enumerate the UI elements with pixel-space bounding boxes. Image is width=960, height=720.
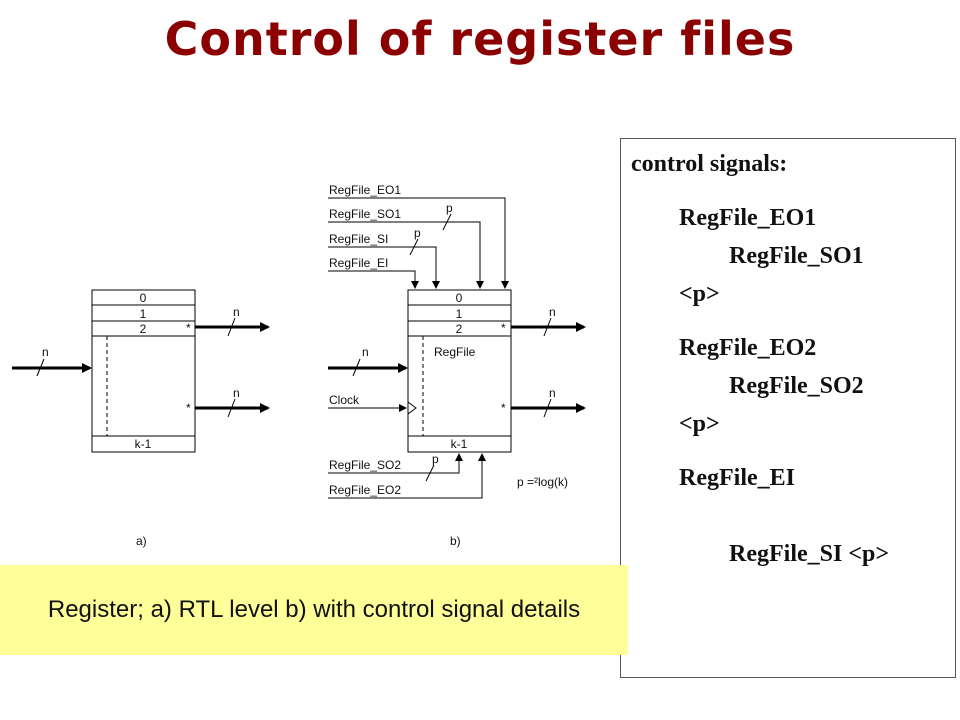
reg-a-star-1: *: [186, 321, 191, 335]
reg-b-name: RegFile: [434, 345, 476, 359]
control-line-ei: RegFile_EI: [679, 465, 795, 491]
reg-b-star-2: *: [501, 401, 506, 415]
reg-a-star-2: *: [186, 401, 191, 415]
reg-b-label: b): [450, 534, 461, 548]
signal-regfile-eo2: RegFile_EO2: [329, 483, 401, 497]
register-diagram: 0 1 2 k-1 * * n n n a) 0 1 2 k-1 RegFile…: [12, 183, 586, 548]
control-signals-panel: control signals: RegFile_EO1 RegFile_SO1…: [620, 138, 956, 678]
reg-b-p-3: p: [432, 452, 439, 466]
signal-regfile-so1: RegFile_SO1: [329, 207, 401, 221]
reg-b-out-n-1: n: [549, 305, 556, 319]
reg-b-row-1: 1: [456, 307, 463, 321]
reg-b-p-1: p: [446, 201, 453, 215]
reg-a-label: a): [136, 534, 147, 548]
control-line-si: RegFile_SI <p>: [729, 541, 890, 567]
control-line-so2: RegFile_SO2: [729, 373, 864, 399]
reg-b-star-1: *: [501, 321, 506, 335]
signal-regfile-si: RegFile_SI: [329, 232, 388, 246]
control-line-eo2: RegFile_EO2: [679, 335, 817, 361]
reg-b-row-0: 0: [456, 291, 463, 305]
control-signals-heading: control signals:: [631, 151, 788, 177]
signal-regfile-eo1: RegFile_EO1: [329, 183, 401, 197]
reg-b-in-n: n: [362, 345, 369, 359]
reg-a-in-n: n: [42, 345, 49, 359]
register-b: 0 1 2 k-1 RegFile * * n Clock n n RegFil…: [328, 183, 586, 548]
control-line-eo1: RegFile_EO1: [679, 205, 817, 231]
signal-regfile-so2: RegFile_SO2: [329, 458, 401, 472]
reg-a-row-2: 2: [140, 322, 147, 336]
reg-a-last-row: k-1: [135, 437, 152, 451]
reg-a-out-n-1: n: [233, 305, 240, 319]
reg-b-last-row: k-1: [451, 437, 468, 451]
register-a: 0 1 2 k-1 * * n n n a): [12, 289, 270, 548]
reg-b-row-2: 2: [456, 322, 463, 336]
control-line-p1: <p>: [679, 281, 720, 307]
reg-a-row-1: 1: [140, 307, 147, 321]
reg-b-p-2: p: [414, 226, 421, 240]
signal-regfile-ei: RegFile_EI: [329, 256, 388, 270]
reg-b-p-formula: p =²log(k): [517, 475, 568, 489]
reg-a-out-n-2: n: [233, 386, 240, 400]
control-line-p2: <p>: [679, 411, 720, 437]
figure-caption: Register; a) RTL level b) with control s…: [0, 565, 628, 655]
reg-a-row-0: 0: [140, 291, 147, 305]
reg-b-clock-label: Clock: [329, 393, 360, 407]
page-title: Control of register files: [164, 12, 796, 66]
reg-b-out-n-2: n: [549, 386, 556, 400]
control-line-so1: RegFile_SO1: [729, 243, 864, 269]
